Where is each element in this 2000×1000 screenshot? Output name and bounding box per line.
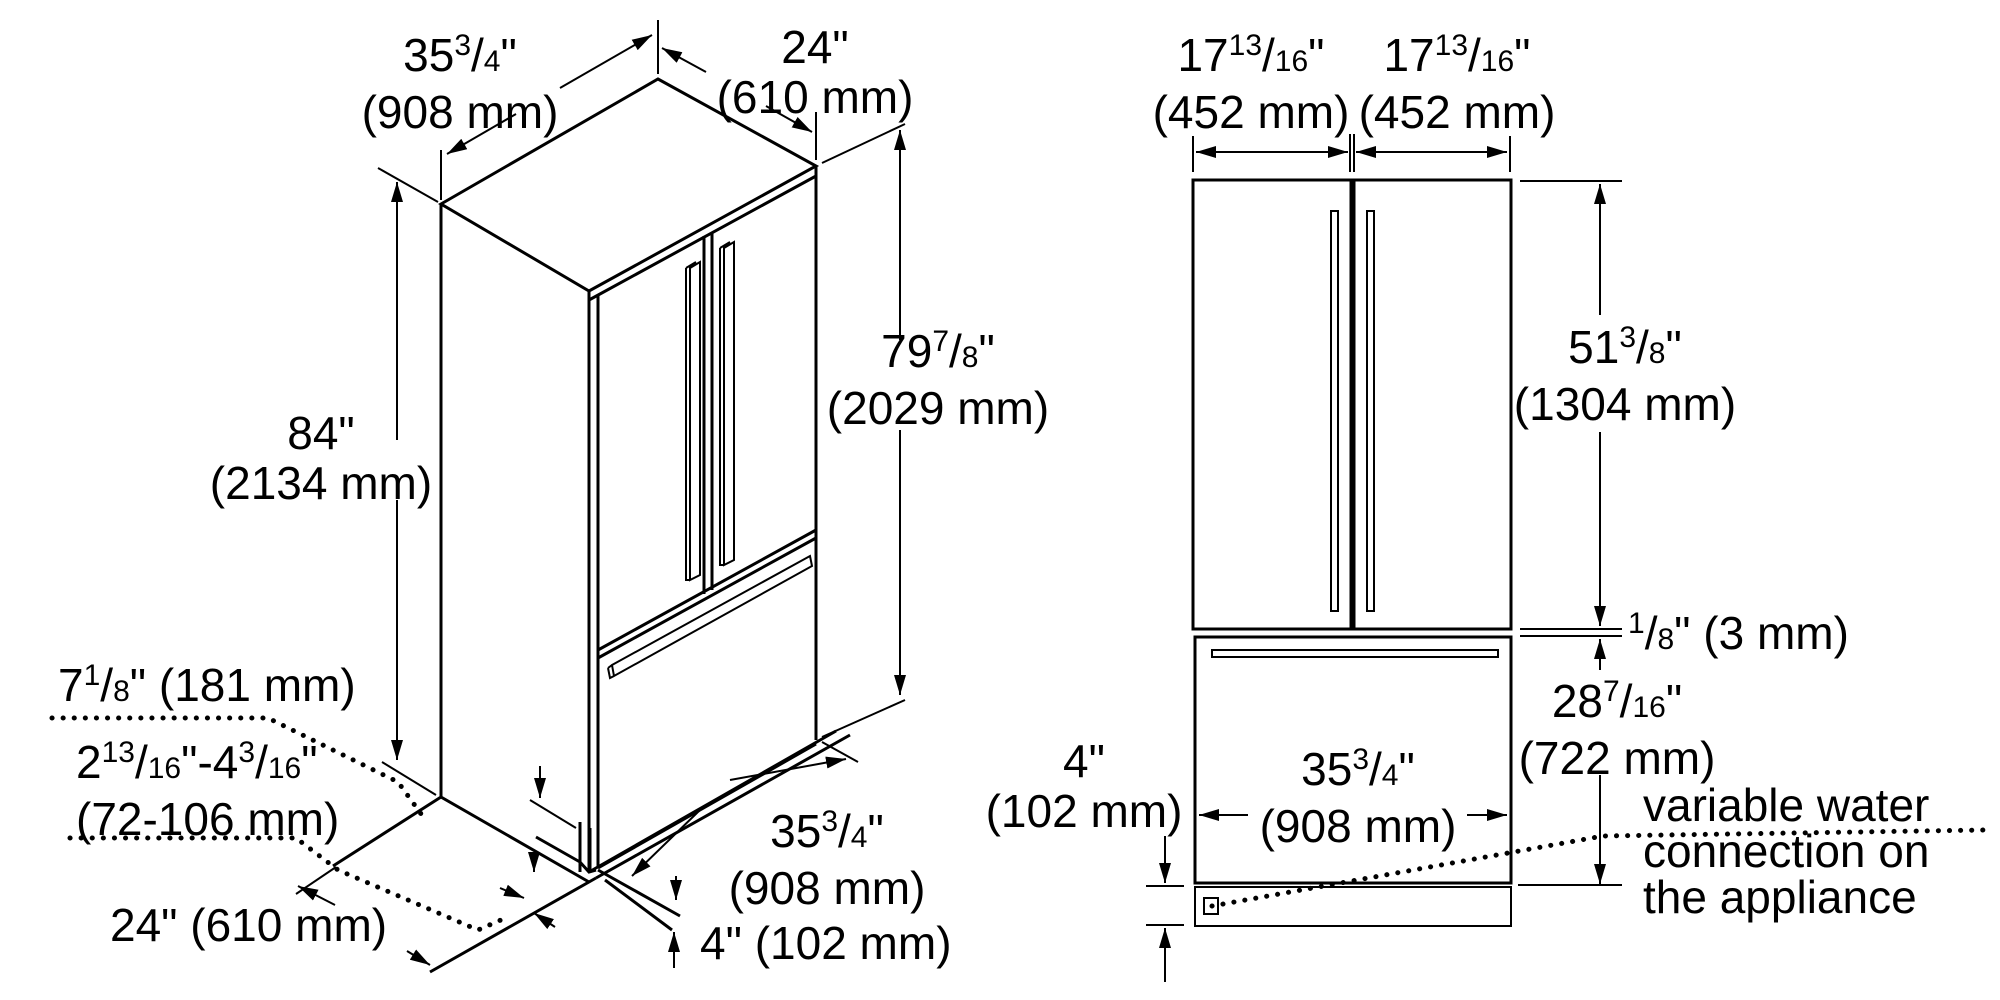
ext-79-bottom — [821, 699, 906, 738]
side-face — [439, 204, 590, 884]
upper-door-bottom — [597, 528, 817, 660]
leader-water — [1209, 827, 1988, 909]
ext-gap — [1520, 628, 1622, 637]
label-iso-cabinet-height: 797/8" (2029 mm) — [826, 325, 1050, 434]
left-door — [1191, 178, 1353, 631]
dim-width-top-arrow-left — [446, 113, 517, 155]
dim-plinth-arrow-right — [533, 912, 556, 930]
drawer-handle — [607, 554, 814, 680]
floor-right — [588, 729, 851, 880]
label-iso-vent-height: 71/8" (181 mm) — [58, 659, 356, 711]
iso-dimension-lines — [49, 20, 906, 968]
label-iso-width-bottom: 353/4" (908 mm) — [728, 805, 926, 914]
ext-door-widths — [1192, 134, 1511, 172]
dim-depth-bottom-arrow-right — [406, 949, 431, 966]
leader-vent — [49, 715, 427, 821]
label-front-plinth-height: 4" (102 mm) — [985, 735, 1183, 837]
label-front-drawer-height: 287/16" (722 mm) — [1518, 675, 1716, 784]
ext-79-top — [821, 123, 906, 164]
ext-plinth — [1146, 885, 1184, 926]
dim-depth-bottom-arrow-left — [297, 885, 336, 906]
ext-depth-bottom — [295, 866, 337, 895]
left-door-handle — [1330, 210, 1339, 612]
right-door-handle — [1366, 210, 1375, 612]
label-front-overall-width: 353/4" (908 mm) — [1259, 743, 1457, 852]
water-connection-square — [1203, 897, 1219, 915]
dim-width-top-arrow-right — [559, 34, 653, 89]
ext-plinth-top — [529, 799, 577, 829]
label-iso-depth-bottom: 24" (610 mm) — [110, 899, 388, 951]
label-iso-overall-height: 84" (2134 mm) — [209, 407, 433, 509]
isometric-refrigerator — [332, 77, 851, 974]
label-iso-toe-kick: 4" (102 mm) — [700, 917, 952, 969]
label-iso-depth-top: 24" (610 mm) — [716, 21, 914, 123]
leader-plinth — [67, 835, 513, 933]
label-front-right-door-width: 1713/16" (452 mm) — [1358, 29, 1556, 138]
left-door-handle — [685, 260, 701, 582]
label-iso-width-top: 353/4" (908 mm) — [361, 29, 559, 138]
drawer-handle — [1211, 649, 1499, 658]
plinth-panel — [1194, 886, 1512, 927]
right-door — [1352, 178, 1513, 631]
dim-width-bottom-arrow-right — [729, 756, 847, 781]
ext-width-bottom-right — [821, 741, 859, 763]
ext-vent — [381, 761, 437, 796]
floor-left — [332, 795, 442, 868]
floor-front — [597, 868, 681, 932]
door-split — [702, 232, 714, 594]
dim-depth-top-arrow-right — [765, 105, 813, 133]
label-front-door-height: 513/8" (1304 mm) — [1513, 321, 1737, 430]
front-dimension-lines — [1146, 134, 1988, 982]
front-view-refrigerator — [1191, 178, 1513, 927]
label-front-left-door-width: 1713/16" (452 mm) — [1152, 29, 1350, 138]
floor-front-left — [429, 876, 597, 974]
label-iso-plinth-range: 213/16"-43/16" (72-106 mm) — [76, 736, 340, 845]
floor-corner — [535, 835, 597, 874]
dim-depth-top-arrow-left — [661, 47, 707, 73]
ext-84-top — [377, 167, 439, 203]
freezer-drawer — [1193, 635, 1513, 885]
right-door-handle — [719, 240, 735, 567]
label-water-connection-note: variable water connection on the applian… — [1643, 779, 1930, 923]
dim-plinth-arrow-left — [499, 884, 525, 899]
label-front-gap: 1/8" (3 mm) — [1628, 607, 1849, 659]
dim-width-bottom-arrow-left — [631, 809, 701, 877]
